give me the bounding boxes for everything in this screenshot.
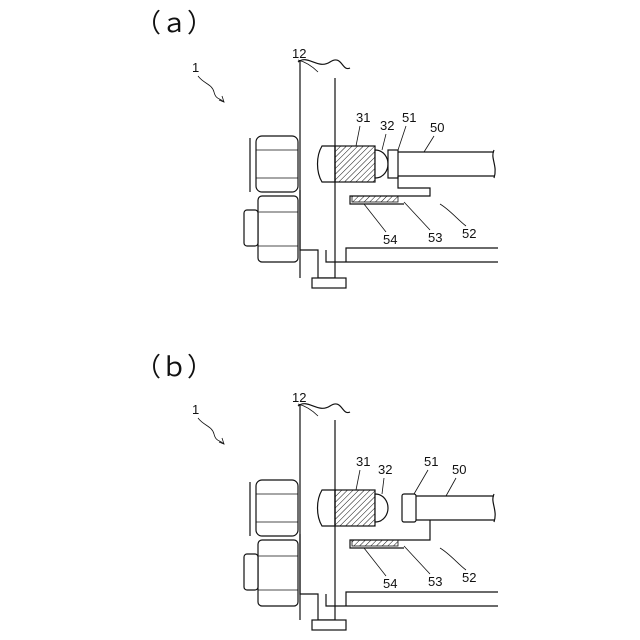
bottom-block-a xyxy=(312,278,346,288)
rod-50-a xyxy=(398,152,494,176)
ref-52-b: 52 xyxy=(462,570,476,585)
panel-b: （ｂ） 1 12 31 32 51 50 xyxy=(135,352,498,630)
ref-54-a: 54 xyxy=(383,232,397,247)
bolt-head-a xyxy=(258,196,298,262)
leader-1-a xyxy=(198,76,224,102)
cap-nut-a xyxy=(256,136,298,192)
ref-1-b: 1 xyxy=(192,402,199,417)
panel-a-label: （ａ） xyxy=(135,8,213,38)
rod-50-b xyxy=(416,496,494,520)
cap-nut-b xyxy=(256,480,298,536)
lower-rail-b xyxy=(326,592,498,606)
ref-50-b: 50 xyxy=(452,462,466,477)
thread-31-a xyxy=(335,146,375,182)
panel-a: （ａ） 1 12 31 32 51 xyxy=(135,8,498,288)
cap-51-a xyxy=(388,150,398,178)
cap-51-b xyxy=(402,494,416,522)
ref-53-b: 53 xyxy=(428,574,442,589)
ref-51-a: 51 xyxy=(402,110,416,125)
ref-54-b: 54 xyxy=(383,576,397,591)
ref-51-b: 51 xyxy=(424,454,438,469)
ref-32-a: 32 xyxy=(380,118,394,133)
ball-32-a xyxy=(375,150,388,178)
ref-50-a: 50 xyxy=(430,120,444,135)
ref-32-b: 32 xyxy=(378,462,392,477)
ref-53-a: 53 xyxy=(428,230,442,245)
lower-rail-a xyxy=(326,248,498,262)
ref-52-a: 52 xyxy=(462,226,476,241)
ref-31-b: 31 xyxy=(356,454,370,469)
ref-12-a: 12 xyxy=(292,46,306,61)
leader-12-a xyxy=(298,60,318,72)
ball-32-b xyxy=(375,494,388,522)
bolt-head-b xyxy=(258,540,298,606)
thread-31-b xyxy=(335,490,375,526)
break-line-12-a xyxy=(298,60,350,69)
panel-b-label: （ｂ） xyxy=(135,352,213,382)
ref-31-a: 31 xyxy=(356,110,370,125)
ref-12-b: 12 xyxy=(292,390,306,405)
ref-1-a: 1 xyxy=(192,60,199,75)
